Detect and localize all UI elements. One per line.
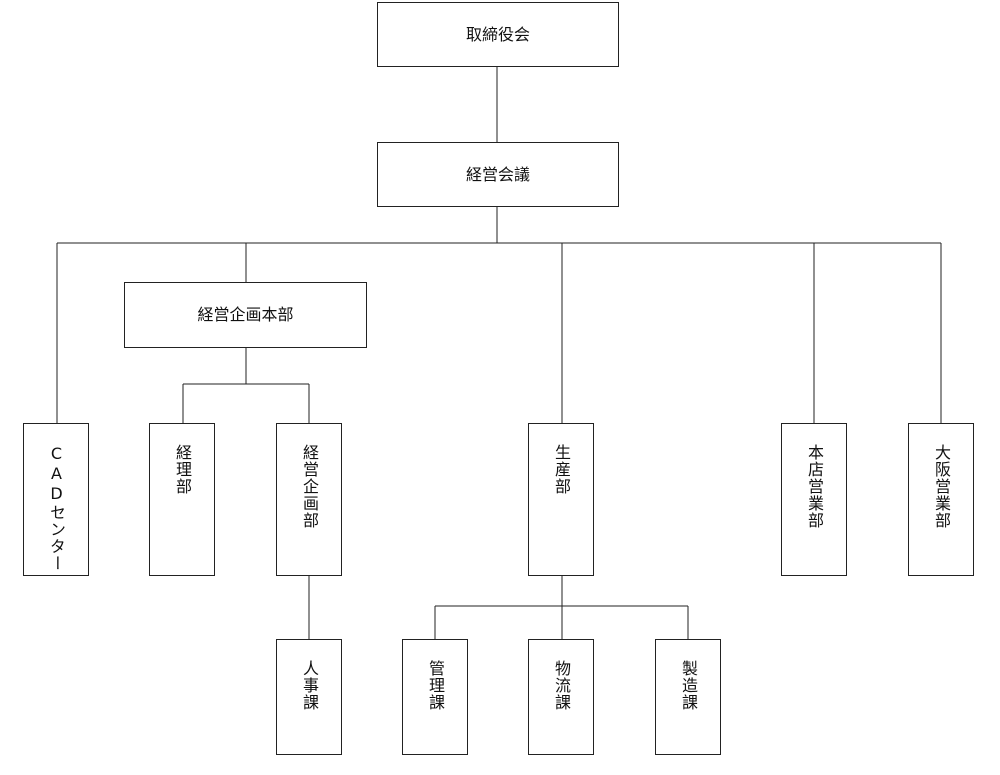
node-label: 経営企画部: [300, 444, 319, 529]
node-label: 製造課: [679, 660, 698, 711]
node-management-section: 管理課: [402, 639, 468, 755]
node-accounting: 経理部: [149, 423, 215, 576]
node-manufacturing: 製造課: [655, 639, 721, 755]
node-management-meeting: 経営会議: [377, 142, 619, 207]
node-label: 生産部: [552, 444, 571, 495]
node-label: 人事課: [300, 660, 319, 711]
node-label: 管理課: [426, 660, 445, 711]
node-label: 物流課: [552, 660, 571, 711]
node-cad-center: CADセンター: [23, 423, 89, 576]
node-label: 取締役会: [465, 24, 530, 44]
node-board: 取締役会: [377, 2, 619, 67]
node-hr: 人事課: [276, 639, 342, 755]
node-planning-hq: 経営企画本部: [124, 282, 367, 348]
node-planning-dept: 経営企画部: [276, 423, 342, 576]
node-label: 経営企画本部: [197, 305, 294, 324]
node-label: 経営会議: [465, 164, 530, 184]
node-logistics: 物流課: [528, 639, 594, 755]
node-label: 経理部: [173, 444, 192, 495]
node-osaka-sales: 大阪営業部: [908, 423, 974, 576]
node-label: 本店営業部: [805, 444, 824, 529]
node-production: 生産部: [528, 423, 594, 576]
node-label: CADセンター: [47, 444, 66, 572]
node-label: 大阪営業部: [932, 444, 951, 529]
node-head-office-sales: 本店営業部: [781, 423, 847, 576]
